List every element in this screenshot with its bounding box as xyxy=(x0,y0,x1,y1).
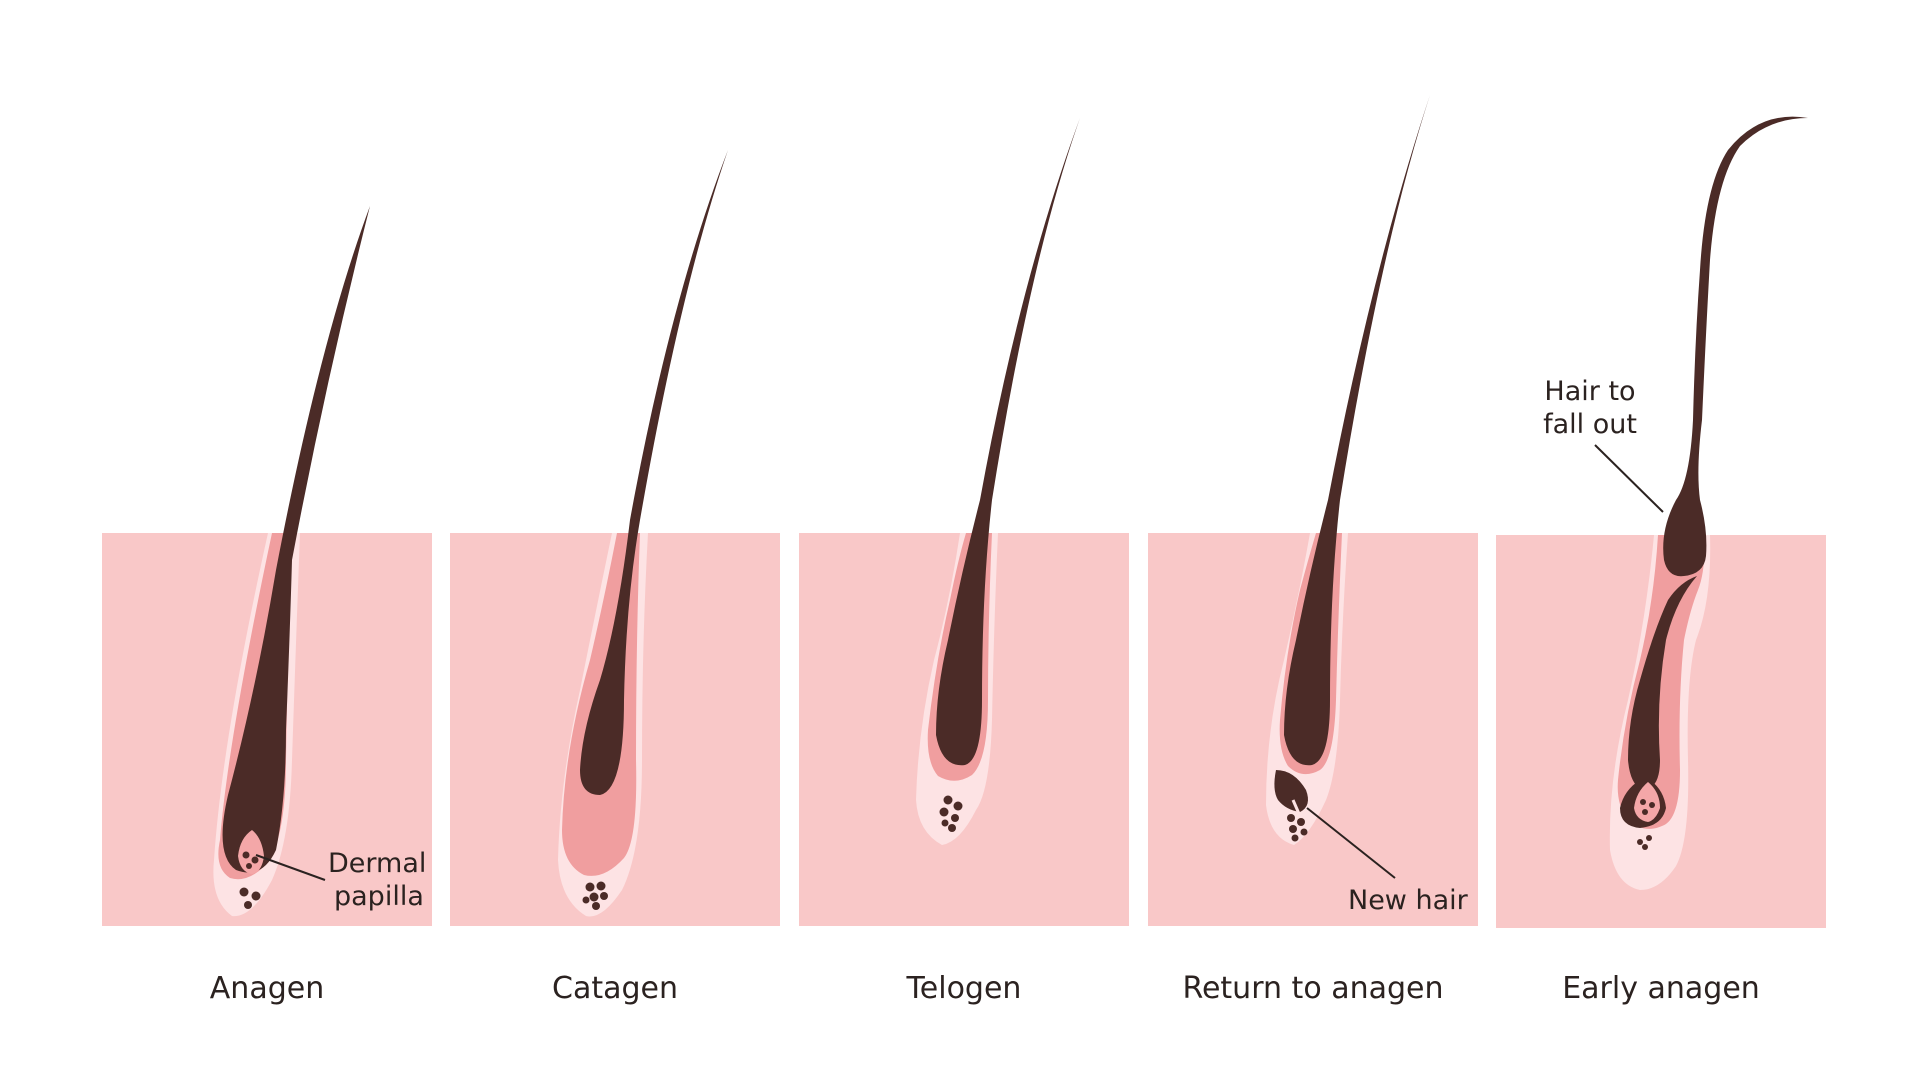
stage-label-early-anagen: Early anagen xyxy=(1562,971,1760,1006)
hair-shaft-telogen xyxy=(936,118,1080,766)
new-hair-pointer-stem xyxy=(1291,799,1302,817)
dermal-papilla-label-line2: papilla xyxy=(334,881,424,912)
dermal-papilla-label-line1: Dermal xyxy=(328,848,426,879)
cells-early-anagen xyxy=(1637,799,1655,850)
new-hair-bulb xyxy=(1274,770,1308,812)
stage-label-anagen: Anagen xyxy=(210,971,324,1006)
panel-catagen: Catagen xyxy=(450,150,780,1006)
hair-shaft-return-to-anagen xyxy=(1284,95,1430,766)
old-hair-to-fall-out xyxy=(1663,116,1808,577)
new-hair-shaft-early-anagen xyxy=(1628,576,1697,790)
stage-label-catagen: Catagen xyxy=(552,971,678,1006)
dermal-papilla-early-anagen xyxy=(1634,782,1660,822)
hair-to-fall-out-label-line1: Hair to xyxy=(1544,376,1635,407)
panel-return-to-anagen: New hair Return to anagen xyxy=(1148,95,1478,1006)
cells-return-to-anagen xyxy=(1287,814,1308,842)
dermal-papilla-pointer xyxy=(255,854,326,881)
stage-label-telogen: Telogen xyxy=(906,971,1022,1006)
new-hair-label: New hair xyxy=(1348,885,1469,916)
hair-to-fall-out-label-line2: fall out xyxy=(1543,409,1637,440)
dermal-papilla-anagen xyxy=(238,830,264,874)
hair-shaft-anagen xyxy=(222,206,370,873)
cells-telogen xyxy=(939,795,963,832)
panel-anagen: Dermal papilla Anagen xyxy=(102,206,432,1006)
hair-shaft-catagen xyxy=(580,150,728,795)
new-hair-pointer xyxy=(1306,807,1396,879)
panel-telogen: Telogen xyxy=(799,118,1129,1006)
cells-anagen xyxy=(239,851,261,909)
panel-early-anagen: Hair to fall out Early anagen xyxy=(1496,116,1826,1006)
cells-catagen xyxy=(582,881,608,910)
hair-to-fall-out-pointer xyxy=(1594,444,1664,513)
stage-label-return-to-anagen: Return to anagen xyxy=(1182,971,1443,1006)
